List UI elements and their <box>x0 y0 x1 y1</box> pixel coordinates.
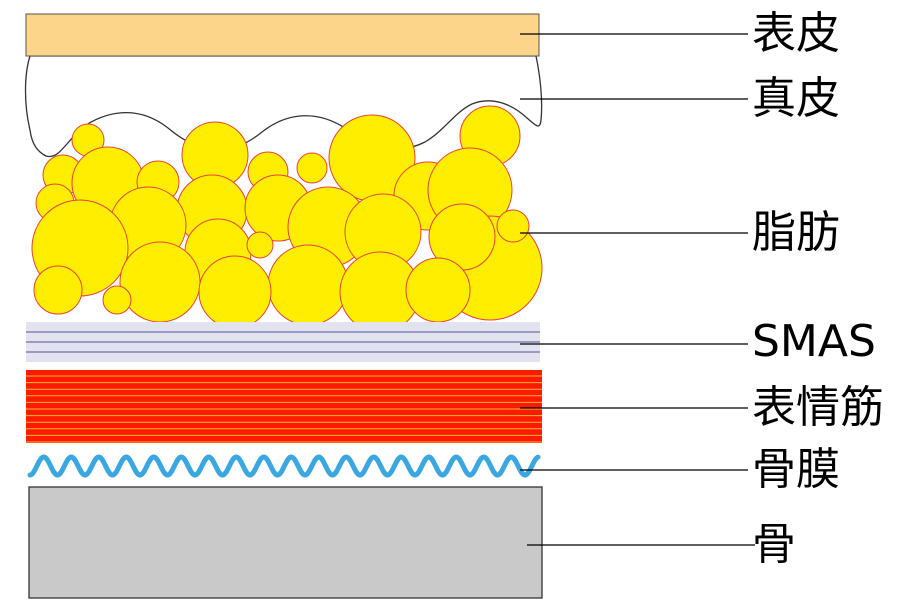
fat-globule <box>267 244 349 326</box>
label-bone: 骨 <box>752 519 796 570</box>
mimetic-muscle-layer <box>26 370 542 443</box>
fat-globule <box>102 285 132 315</box>
fat-globule <box>496 209 530 243</box>
label-dermis: 真皮 <box>752 73 840 124</box>
fat-globule <box>296 152 328 184</box>
dermis-layer <box>24 55 543 158</box>
periosteum-layer <box>27 454 541 478</box>
epidermis-layer <box>25 13 540 57</box>
fat-globule <box>33 265 83 315</box>
bone-layer <box>28 486 543 599</box>
label-fat: 脂肪 <box>752 207 840 258</box>
label-mimetic-muscle: 表情筋 <box>752 382 884 433</box>
fat-layer <box>31 105 543 333</box>
smas-layer <box>26 322 540 362</box>
label-periosteum: 骨膜 <box>752 444 840 495</box>
fat-globule <box>405 257 471 323</box>
fat-globule <box>119 241 201 323</box>
fat-globule <box>246 231 274 259</box>
label-epidermis: 表皮 <box>752 8 840 59</box>
label-smas: SMAS <box>752 316 876 367</box>
fat-globule <box>198 255 272 329</box>
